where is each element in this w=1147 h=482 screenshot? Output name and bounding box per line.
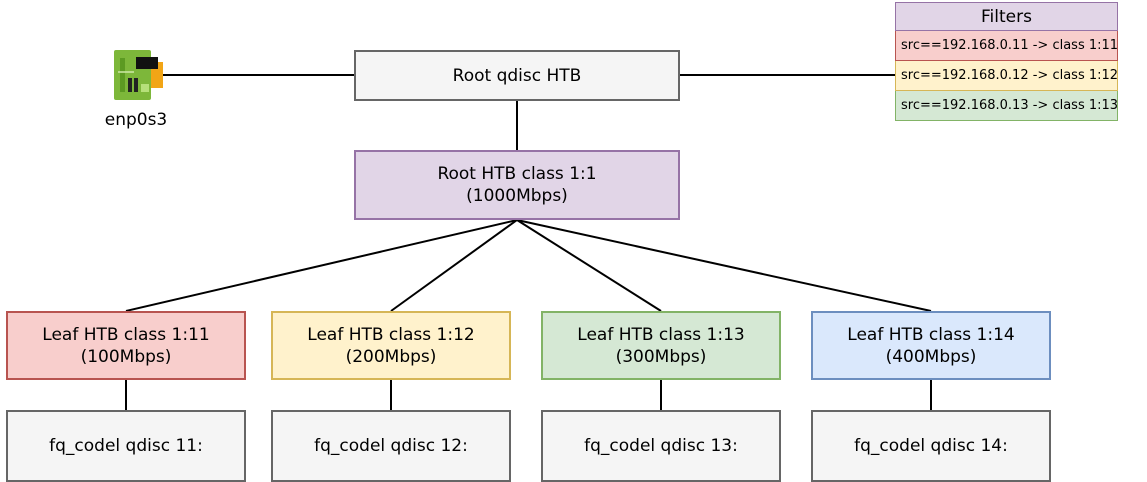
leaf-class-node-14[interactable]: Leaf HTB class 1:14 (400Mbps) — [811, 311, 1051, 380]
root-class-to-leaf-12-edge — [390, 219, 518, 312]
root-class-to-leaf-14-edge — [516, 219, 932, 312]
leaf-class-node-12[interactable]: Leaf HTB class 1:12 (200Mbps) — [271, 311, 511, 380]
leaf-class-rate: (300Mbps) — [615, 346, 707, 367]
filter-row[interactable]: src==192.168.0.11 -> class 1:11 — [895, 31, 1118, 61]
filters-table: Filters src==192.168.0.11 -> class 1:11 … — [895, 2, 1118, 121]
leaf-class-rate: (100Mbps) — [80, 346, 172, 367]
leaf-class-label: Leaf HTB class 1:11 — [42, 324, 210, 345]
qdisc-label: fq_codel qdisc 12: — [314, 436, 468, 456]
qdisc-label: fq_codel qdisc 14: — [854, 436, 1008, 456]
root-class-label: Root HTB class 1:1 — [437, 164, 597, 184]
root-class-to-leaf-11-edge — [125, 219, 518, 312]
fq-codel-qdisc-node-11[interactable]: fq_codel qdisc 11: — [6, 410, 246, 482]
leaf-class-node-13[interactable]: Leaf HTB class 1:13 (300Mbps) — [541, 311, 781, 380]
leaf-class-rate: (400Mbps) — [885, 346, 977, 367]
leaf-class-label: Leaf HTB class 1:14 — [847, 324, 1015, 345]
qdisc-label: fq_codel qdisc 13: — [584, 436, 738, 456]
filters-title: Filters — [895, 2, 1118, 31]
fq-codel-qdisc-node-13[interactable]: fq_codel qdisc 13: — [541, 410, 781, 482]
root-class-node[interactable]: Root HTB class 1:1 (1000Mbps) — [354, 150, 680, 220]
filter-row[interactable]: src==192.168.0.12 -> class 1:12 — [895, 61, 1118, 91]
root-class-rate: (1000Mbps) — [466, 186, 568, 206]
filter-row[interactable]: src==192.168.0.13 -> class 1:13 — [895, 91, 1118, 121]
leaf-class-label: Leaf HTB class 1:13 — [577, 324, 745, 345]
leaf-class-node-11[interactable]: Leaf HTB class 1:11 (100Mbps) — [6, 311, 246, 380]
root-class-to-leaf-13-edge — [516, 219, 662, 312]
root-qdisc-label: Root qdisc HTB — [452, 65, 582, 86]
root-qdisc-node[interactable]: Root qdisc HTB — [354, 50, 680, 101]
fq-codel-qdisc-node-12[interactable]: fq_codel qdisc 12: — [271, 410, 511, 482]
leaf-class-rate: (200Mbps) — [345, 346, 437, 367]
leaf-class-label: Leaf HTB class 1:12 — [307, 324, 475, 345]
qdisc-label: fq_codel qdisc 11: — [49, 436, 203, 456]
fq-codel-qdisc-node-14[interactable]: fq_codel qdisc 14: — [811, 410, 1051, 482]
nic-label: enp0s3 — [104, 110, 168, 130]
network-card-icon — [114, 50, 163, 100]
